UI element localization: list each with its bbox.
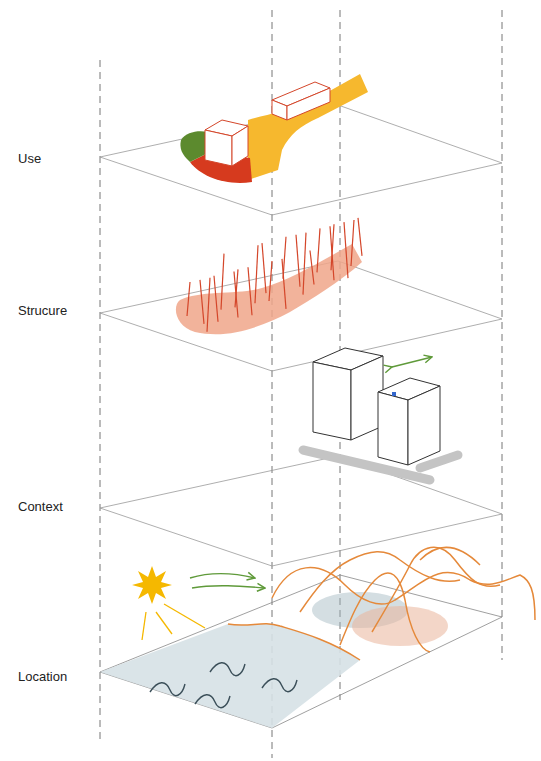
- strut-stroke: [235, 269, 238, 307]
- strut-stroke: [310, 251, 314, 285]
- strut-stroke: [255, 245, 258, 303]
- strut-stroke: [283, 237, 286, 279]
- strut-stroke: [262, 243, 266, 293]
- strut-stroke: [221, 254, 224, 310]
- strut-stroke: [296, 235, 300, 287]
- strut-stroke: [269, 261, 272, 301]
- strut-stroke: [344, 222, 348, 278]
- strut-stroke: [214, 276, 218, 322]
- strut-stroke: [331, 224, 334, 270]
- strut-stroke: [303, 233, 306, 295]
- strut-stroke: [317, 228, 320, 272]
- strut-stroke: [351, 220, 354, 266]
- layer-label: Location: [18, 669, 67, 684]
- location-site: [100, 547, 535, 728]
- use-layer: [180, 74, 368, 183]
- strut-stroke: [200, 280, 204, 324]
- strut-stroke: [358, 218, 362, 256]
- layer-label: Use: [18, 151, 41, 166]
- layer-label: Strucure: [18, 303, 67, 318]
- guide-lines: [100, 10, 502, 758]
- wind-arrows: [190, 574, 265, 589]
- strut-stroke: [207, 278, 210, 332]
- strut-stroke: [187, 282, 190, 316]
- layer-planes: [100, 105, 502, 566]
- strut-stroke: [248, 267, 252, 315]
- context-buildings: [303, 348, 458, 480]
- structure-layer: [176, 218, 362, 334]
- layer-label: Context: [18, 499, 63, 514]
